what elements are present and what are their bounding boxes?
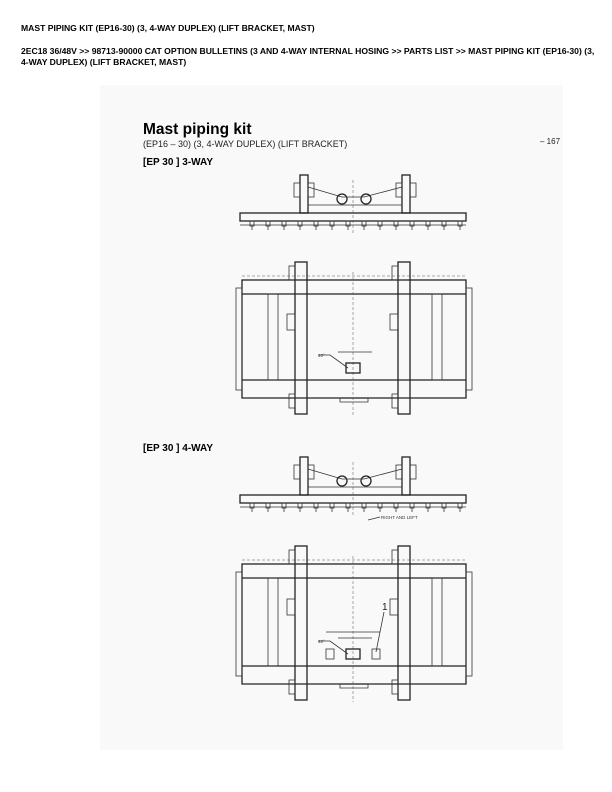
upright bbox=[294, 545, 308, 701]
section-4-way-label: [EP 30 ] 4-WAY bbox=[143, 443, 214, 454]
roller bbox=[286, 598, 296, 616]
base-plate bbox=[242, 397, 466, 403]
roller bbox=[389, 598, 399, 616]
hose-bracket bbox=[307, 186, 403, 198]
roller bbox=[391, 679, 399, 695]
section-3-way-label: [EP 30 ] 3-WAY bbox=[143, 157, 214, 168]
hose-clamp bbox=[325, 648, 335, 660]
bracket bbox=[401, 174, 411, 214]
angle-leader bbox=[318, 354, 349, 369]
document-subtitle: (EP16 – 30) (3, 4-WAY DUPLEX) (LIFT BRAC… bbox=[143, 139, 348, 149]
roller bbox=[288, 393, 296, 409]
breadcrumb[interactable]: 2EC18 36/48V >> 98713-90000 CAT OPTION B… bbox=[21, 46, 595, 67]
4-way-side-view bbox=[239, 456, 467, 517]
inner-rail bbox=[267, 577, 279, 667]
3-way-side-view bbox=[239, 174, 467, 235]
roller bbox=[288, 679, 296, 695]
hose-clamp bbox=[345, 648, 361, 660]
hose-clamp bbox=[371, 648, 381, 660]
roller bbox=[391, 265, 399, 281]
hose-fitting bbox=[360, 193, 372, 205]
side-rail bbox=[465, 571, 473, 677]
bracket-boss bbox=[395, 182, 403, 198]
roller bbox=[389, 313, 399, 331]
hose-fitting bbox=[336, 475, 348, 487]
angle-label: 40° bbox=[318, 639, 325, 644]
bracket-boss bbox=[293, 464, 301, 480]
callout-leader bbox=[375, 611, 385, 653]
angle-label: 40° bbox=[318, 353, 325, 358]
base-plate bbox=[242, 683, 466, 689]
bracket-boss bbox=[293, 182, 301, 198]
bracket-boss bbox=[307, 182, 315, 198]
hose-bracket bbox=[307, 468, 403, 480]
bracket-boss bbox=[307, 464, 315, 480]
hose-clamp bbox=[345, 362, 361, 374]
side-rail bbox=[465, 287, 473, 391]
document-title: Mast piping kit bbox=[143, 121, 252, 138]
roller bbox=[391, 549, 399, 565]
roller bbox=[288, 549, 296, 565]
angle-leader bbox=[318, 640, 349, 655]
hose-fitting bbox=[336, 193, 348, 205]
bracket-boss bbox=[409, 182, 417, 198]
4-way-plan-view bbox=[235, 545, 473, 702]
upright bbox=[397, 261, 411, 415]
roller bbox=[391, 393, 399, 409]
bracket-boss bbox=[409, 464, 417, 480]
inner-rail bbox=[267, 293, 279, 381]
inner-rail bbox=[431, 293, 443, 381]
3-way-plan-view bbox=[235, 261, 473, 416]
callout-number: 1 bbox=[382, 602, 388, 613]
note-leader bbox=[367, 516, 381, 521]
bracket bbox=[401, 456, 411, 496]
bracket-boss bbox=[395, 464, 403, 480]
bracket bbox=[299, 174, 309, 214]
hose-fitting bbox=[360, 475, 372, 487]
inner-rail bbox=[431, 577, 443, 667]
roller bbox=[288, 265, 296, 281]
upright bbox=[397, 545, 411, 701]
roller bbox=[286, 313, 296, 331]
page-number: – 167 bbox=[540, 137, 561, 146]
note-right-and-left: RIGHT AND LEFT bbox=[381, 515, 418, 520]
document-image bbox=[100, 85, 563, 750]
bracket bbox=[299, 456, 309, 496]
side-rail bbox=[235, 287, 243, 391]
side-rail bbox=[235, 571, 243, 677]
upright bbox=[294, 261, 308, 415]
page-title: MAST PIPING KIT (EP16-30) (3, 4-WAY DUPL… bbox=[21, 23, 315, 33]
